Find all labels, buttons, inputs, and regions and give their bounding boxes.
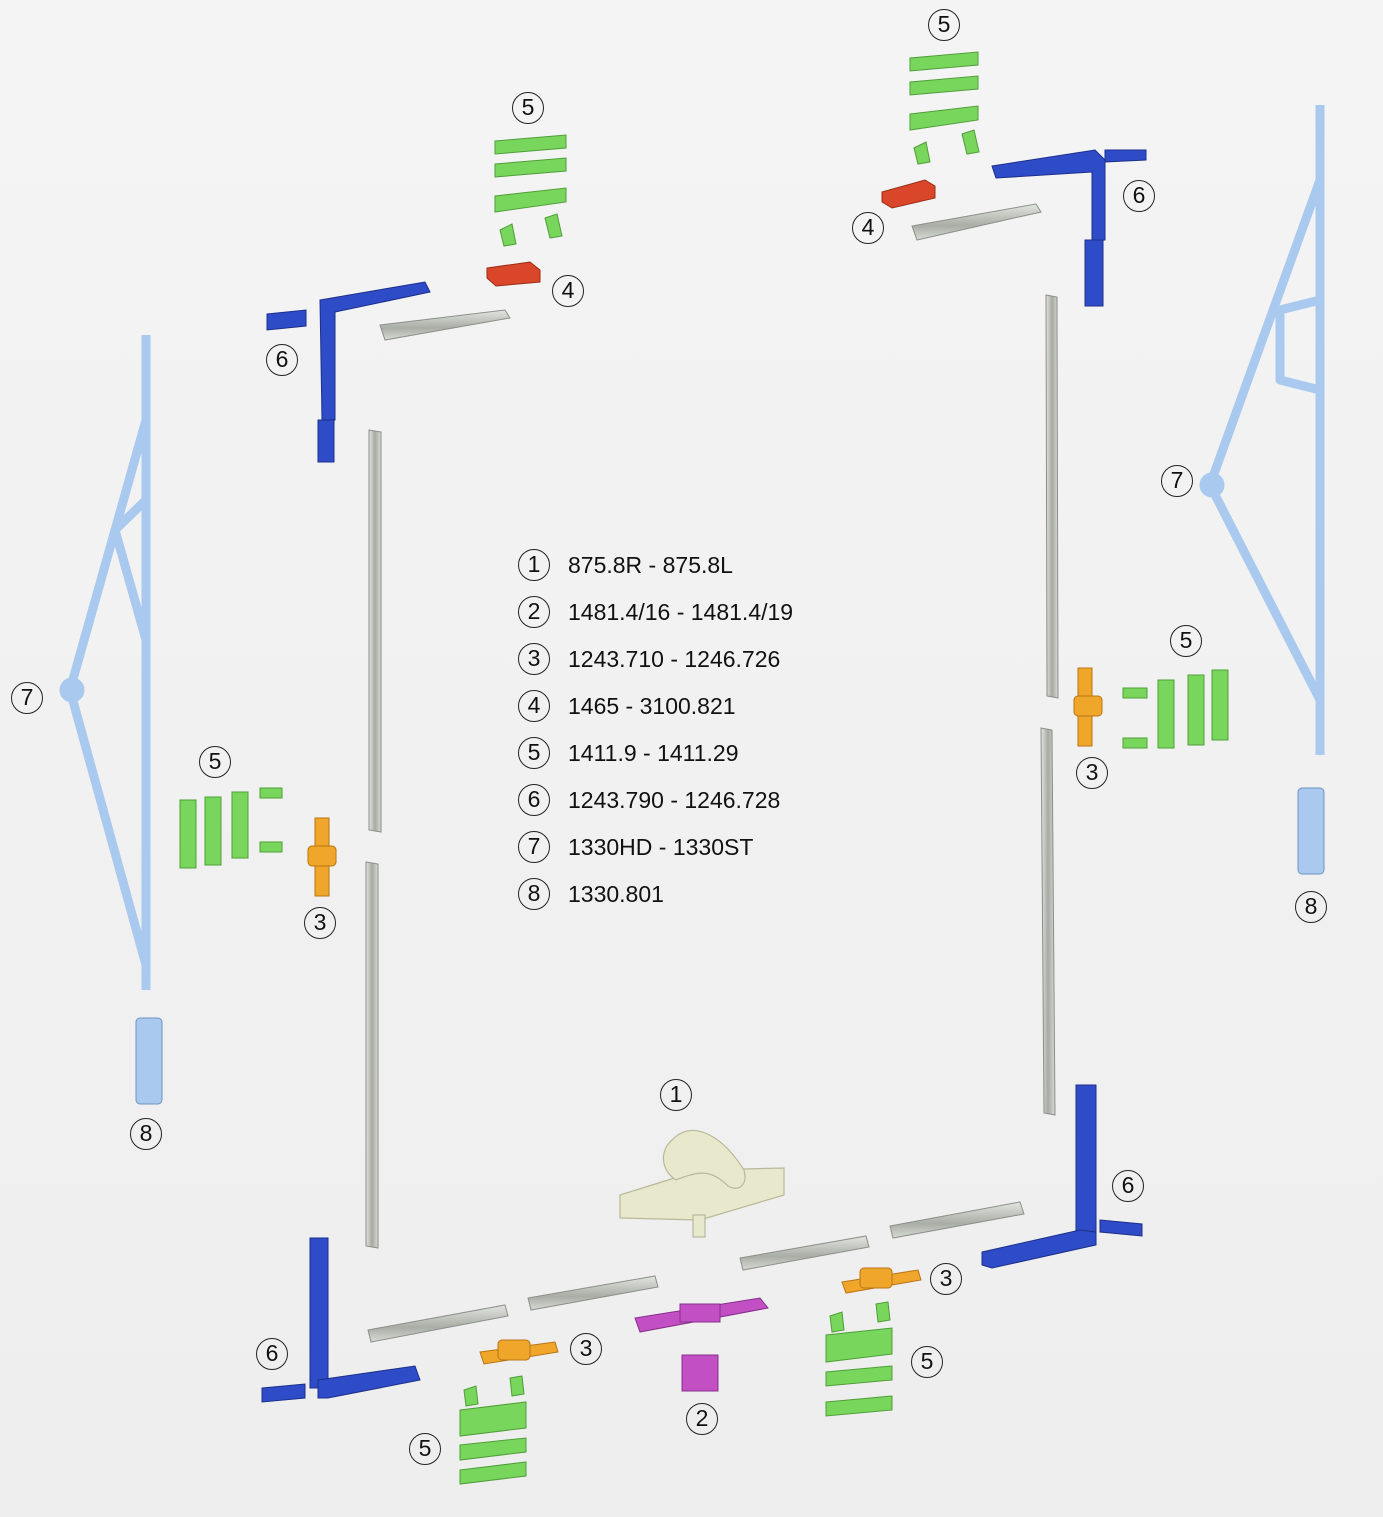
hinge-arm-left <box>59 335 151 990</box>
pivot-left <box>135 1017 163 1105</box>
callout-5-bottom-left: 5 <box>409 1433 441 1465</box>
legend-code: 1243.790 - 1246.728 <box>568 786 781 813</box>
legend-code: 1243.710 - 1246.726 <box>568 645 781 672</box>
legend-number: 4 <box>518 690 550 722</box>
callout-8-left: 8 <box>130 1118 162 1150</box>
legend-row-5: 5 1411.9 - 1411.29 <box>518 736 858 770</box>
callout-3-right: 3 <box>1076 757 1108 789</box>
corner-drive-top-left <box>266 281 431 463</box>
striker-bottom-right <box>841 1267 922 1294</box>
callout-3-bottom-right: 3 <box>930 1263 962 1295</box>
legend-row-1: 1 875.8R - 875.8L <box>518 548 858 582</box>
callout-7-right: 7 <box>1161 465 1193 497</box>
callout-4-top-center: 4 <box>552 275 584 307</box>
keep-top-right <box>881 179 936 209</box>
hinge-arm-right <box>1199 105 1325 755</box>
legend-row-8: 8 1330.801 <box>518 877 858 911</box>
legend-code: 1411.9 - 1411.29 <box>568 739 739 766</box>
legend-code: 1465 - 3100.821 <box>568 692 736 719</box>
callout-6-top-right: 6 <box>1123 180 1155 212</box>
callout-6-bottom-left: 6 <box>256 1338 288 1370</box>
legend-row-4: 4 1465 - 3100.821 <box>518 689 858 723</box>
corner-drive-top-right <box>991 149 1147 307</box>
callout-5-top-right: 5 <box>928 9 960 41</box>
callout-5-bottom-right: 5 <box>911 1346 943 1378</box>
callout-1-bottom: 1 <box>660 1079 692 1111</box>
right-rod-lower <box>1040 727 1056 1116</box>
corner-drive-bottom-right <box>981 1084 1143 1269</box>
callout-8-right: 8 <box>1295 891 1327 923</box>
keep-top-center <box>486 261 541 287</box>
top-right-rod <box>911 203 1042 241</box>
legend-code: 1481.4/16 - 1481.4/19 <box>568 598 794 625</box>
legend-row-2: 2 1481.4/16 - 1481.4/19 <box>518 595 858 629</box>
callout-6-top-left: 6 <box>266 344 298 376</box>
parts-legend: 1 875.8R - 875.8L 2 1481.4/16 - 1481.4/1… <box>518 548 858 924</box>
legend-number: 2 <box>518 596 550 628</box>
left-rod-lower <box>365 861 379 1249</box>
legend-code: 1330.801 <box>568 880 664 907</box>
bottom-rod-4 <box>889 1201 1025 1239</box>
legend-number: 5 <box>518 737 550 769</box>
legend-number: 3 <box>518 643 550 675</box>
top-left-rod <box>379 309 511 341</box>
keeper-plate <box>634 1297 769 1333</box>
legend-number: 7 <box>518 831 550 863</box>
callout-3-bottom-center: 3 <box>570 1333 602 1365</box>
pad-stack-bottom-right <box>825 1301 893 1417</box>
callout-7-left: 7 <box>11 682 43 714</box>
pivot-right <box>1297 787 1325 875</box>
pad-stack-left <box>179 787 283 869</box>
legend-number: 8 <box>518 878 550 910</box>
left-rod-upper <box>368 429 382 833</box>
legend-row-6: 6 1243.790 - 1246.728 <box>518 783 858 817</box>
legend-number: 1 <box>518 549 550 581</box>
legend-row-3: 3 1243.710 - 1246.726 <box>518 642 858 676</box>
legend-code: 875.8R - 875.8L <box>568 551 733 578</box>
corner-drive-bottom-left <box>261 1237 421 1403</box>
legend-row-7: 7 1330HD - 1330ST <box>518 830 858 864</box>
callout-5-right: 5 <box>1170 625 1202 657</box>
callout-6-bottom-right: 6 <box>1112 1170 1144 1202</box>
callout-4-top-right: 4 <box>852 212 884 244</box>
window-handle <box>619 1129 785 1238</box>
striker-bottom-center <box>479 1339 559 1365</box>
callout-3-left: 3 <box>304 907 336 939</box>
striker-right <box>1073 667 1103 747</box>
bottom-rod-3 <box>739 1235 870 1271</box>
callout-5-top-center: 5 <box>512 92 544 124</box>
callout-2-bottom: 2 <box>686 1403 718 1435</box>
keeper-block <box>681 1354 719 1392</box>
callout-5-left: 5 <box>199 746 231 778</box>
bottom-rod-2 <box>527 1275 659 1311</box>
legend-code: 1330HD - 1330ST <box>568 833 754 860</box>
legend-number: 6 <box>518 784 550 816</box>
right-rod-upper <box>1045 294 1059 699</box>
pad-stack-bottom-left <box>459 1375 527 1485</box>
bottom-rod-1 <box>367 1304 509 1343</box>
pad-stack-top-right <box>909 51 980 165</box>
pad-stack-top-center <box>494 134 567 247</box>
pad-stack-right <box>1122 669 1229 749</box>
striker-left <box>307 817 337 897</box>
